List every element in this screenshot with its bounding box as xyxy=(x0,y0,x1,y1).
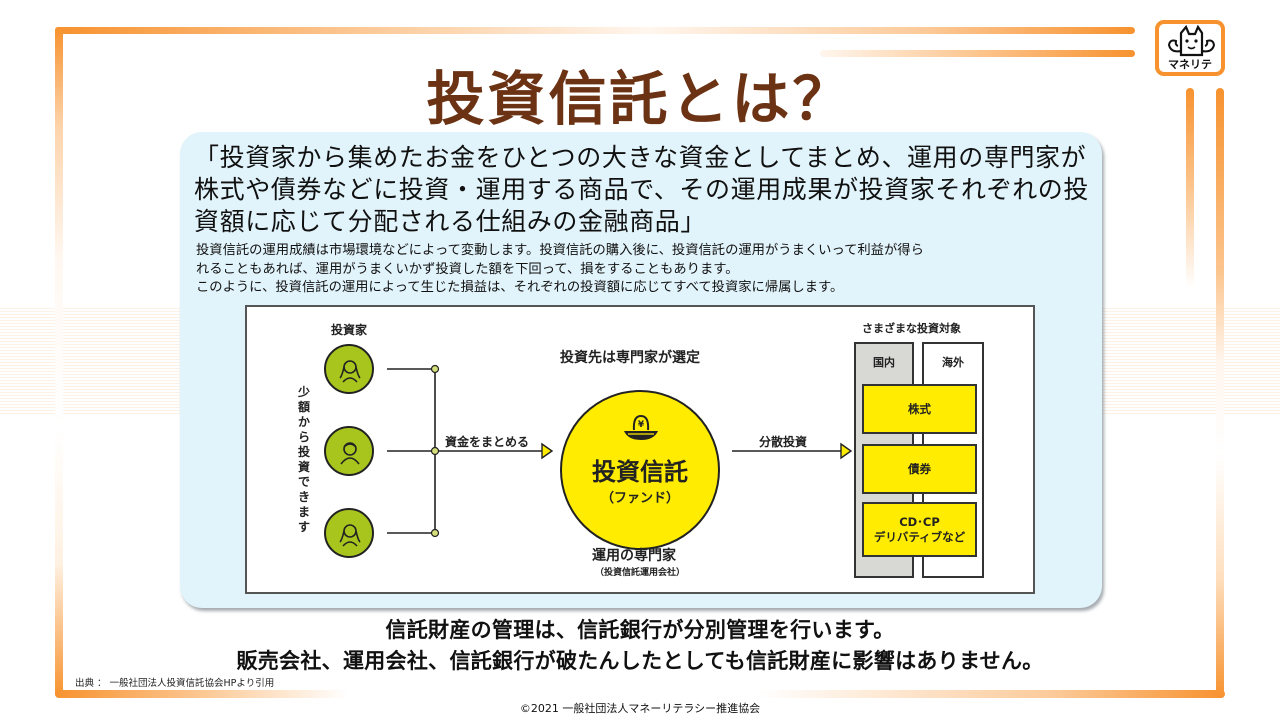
junction-dots xyxy=(430,364,440,538)
fund-title: 投資信託 xyxy=(592,458,688,486)
logo-text: マネリテ xyxy=(1168,58,1212,71)
frame-right-bar-1 xyxy=(1186,88,1194,288)
frame-right-bar-2 xyxy=(1216,88,1224,698)
page-title: 投資信託とは？ xyxy=(426,65,854,133)
cat-mascot-icon xyxy=(1167,25,1216,57)
frame-bottom-bar xyxy=(55,690,1225,698)
asset-label: 株式 xyxy=(908,401,931,416)
copyright-text: ©2021 一般社団法人マネーリテラシー推進協会 xyxy=(519,702,761,715)
arrow-head-diversify xyxy=(840,442,853,460)
asset-bonds: 債券 xyxy=(862,444,977,494)
asset-label: 債券 xyxy=(908,461,931,476)
domestic-label: 国内 xyxy=(873,356,895,369)
asset-label: CD･CP xyxy=(899,514,940,529)
investor-male-icon xyxy=(324,426,374,476)
foreign-label: 海外 xyxy=(942,356,964,369)
bankruptcy-protection-text: 販売会社、運用会社、信託銀行が破たんしたとしても信託財産に影響はありません。 xyxy=(236,649,1044,673)
trust-management-text: 信託財産の管理は、信託銀行が分別管理を行います。 xyxy=(385,618,895,642)
frame-top-bar-secondary xyxy=(820,50,1135,57)
svg-text:¥: ¥ xyxy=(638,420,645,430)
pool-funds-label: 資金をまとめる xyxy=(445,435,530,449)
yen-bowl-icon: ¥ xyxy=(624,414,658,440)
selection-label: 投資先は専門家が選定 xyxy=(560,350,700,366)
frame-left-bar xyxy=(55,27,63,697)
note-line: このように、投資信託の運用によって生じた損益は、それぞれの投資額に応じてすべて投… xyxy=(196,280,844,295)
diversify-label: 分散投資 xyxy=(759,435,808,449)
investors-label: 投資家 xyxy=(331,323,368,337)
manerite-logo: マネリテ xyxy=(1155,20,1225,76)
fund-subtitle: （ファンド） xyxy=(600,491,679,506)
frame-top-bar xyxy=(55,27,1135,34)
fund-circle: ¥ 投資信託 （ファンド） xyxy=(560,390,720,550)
asset-cdcp-derivatives: CD･CP デリバティブなど xyxy=(862,502,977,557)
source-citation: 出典 ： 一般社団法人投資信託協会HPより引用 xyxy=(75,678,275,689)
notes-block: 投資信託の運用成績は市場環境などによって変動します。投資信託の購入後に、投資信託… xyxy=(196,242,1096,298)
asset-label: デリバティブなど xyxy=(873,529,966,544)
investor-female-icon xyxy=(324,344,374,394)
manager-label: 運用の専門家 xyxy=(592,548,676,564)
arrow-head-pool xyxy=(541,442,554,460)
connector-lines xyxy=(387,364,853,538)
small-amount-label: 少額から投資できます xyxy=(297,385,310,534)
asset-stocks: 株式 xyxy=(862,384,977,434)
note-line: 投資信託の運用成績は市場環境などによって変動します。投資信託の購入後に、投資信託… xyxy=(196,243,924,258)
definition-text: 「投資家から集めたお金をひとつの大きな資金としてまとめ、運用の専門家が株式や債券… xyxy=(194,143,1090,236)
note-line: れることもあれば、運用がうまくいかず投資した額を下回って、損をすることもあります… xyxy=(196,261,739,277)
investment-trust-diagram: 投資家 少額から投資できます 資金をまとめる 投資先は専門家が選定 ¥ 投資信託… xyxy=(245,305,1035,594)
targets-label: さまざまな投資対象 xyxy=(862,322,961,335)
manager-sub-label: （投資信託運用会社） xyxy=(595,568,686,578)
investor-female-icon xyxy=(324,508,374,558)
